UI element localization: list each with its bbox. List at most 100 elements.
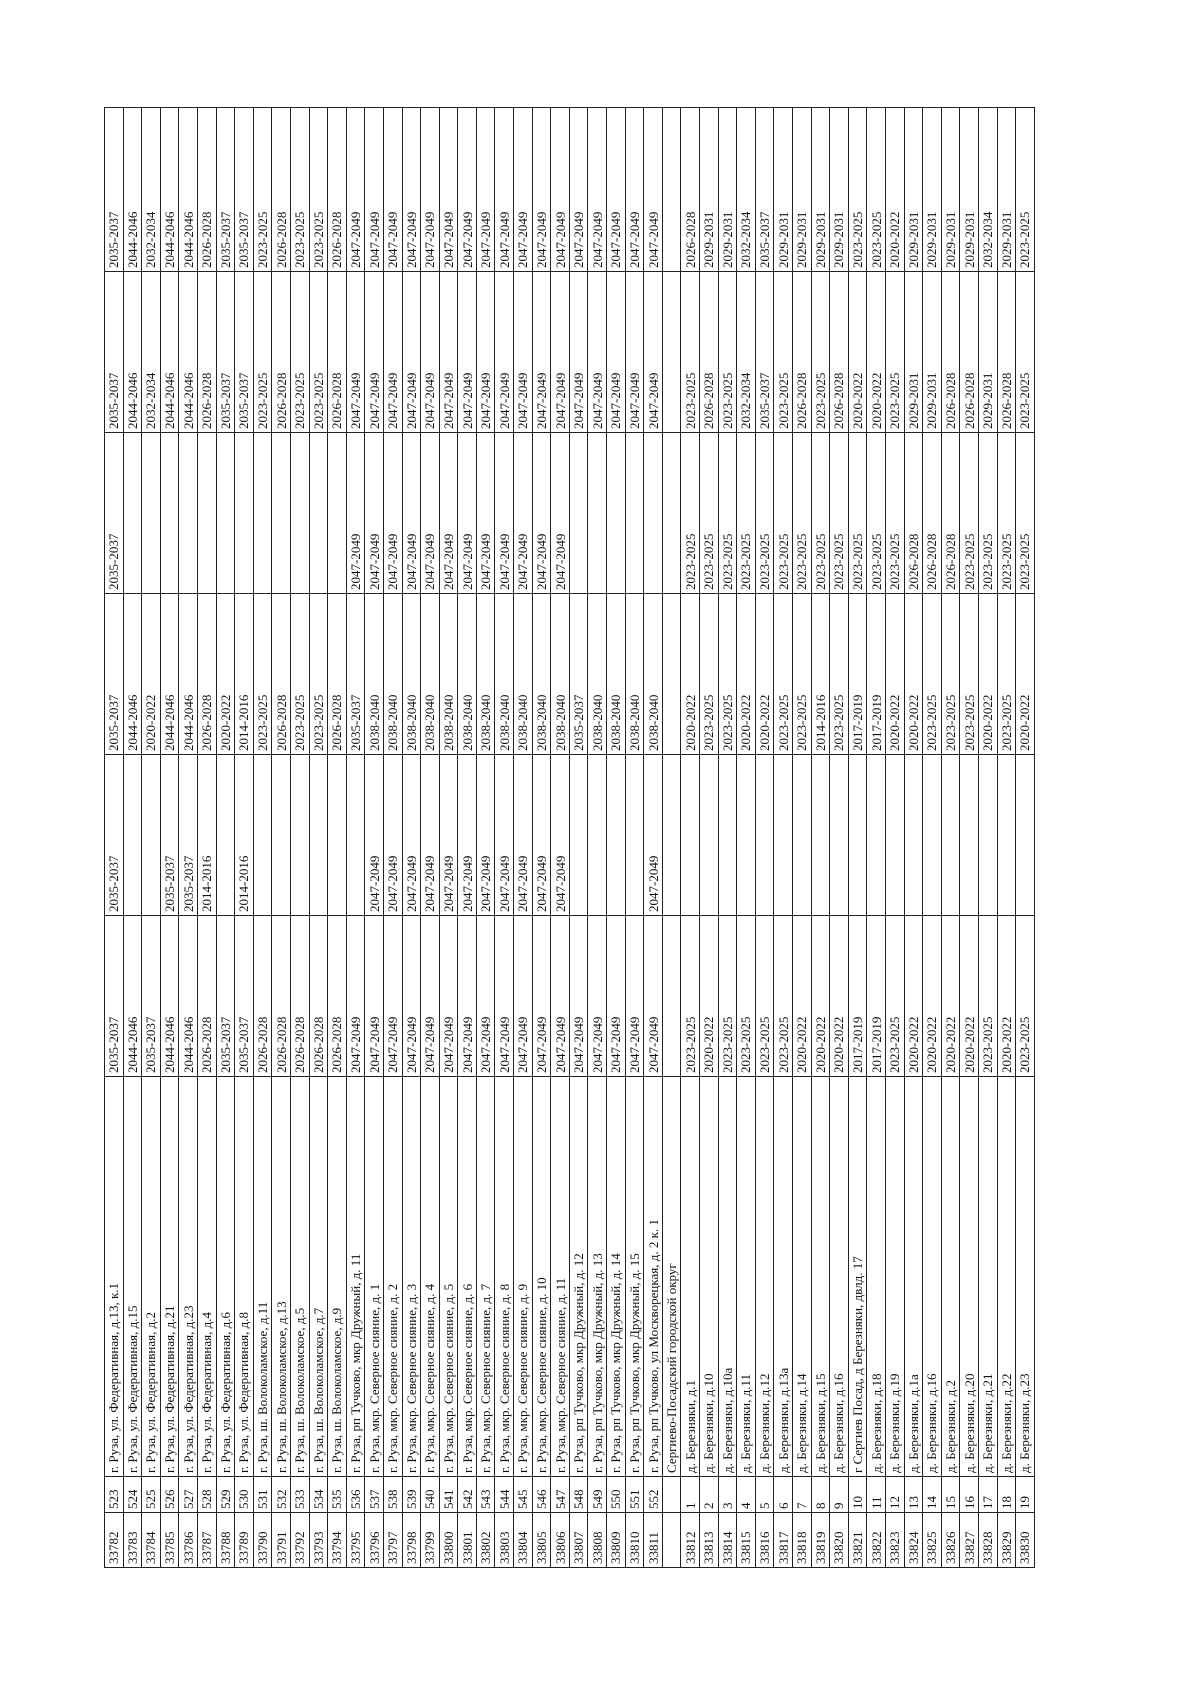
address-cell: д. Березняки, д.14 bbox=[792, 1076, 812, 1477]
period-cell-6: 2047-2049 bbox=[532, 107, 551, 272]
period-cell-2: 2047-2049 bbox=[364, 754, 384, 916]
address-cell: г. Руза, ул. Федеративная, д.13, к.1 bbox=[104, 1076, 124, 1477]
period-cell-5: 2035-2037 bbox=[216, 271, 235, 433]
period-cell-4: 2023-2025 bbox=[680, 432, 700, 594]
period-cell-5: 2026-2028 bbox=[327, 271, 347, 433]
period-cell-3 bbox=[662, 593, 681, 755]
period-cell-6: 2047-2049 bbox=[364, 107, 384, 272]
period-cell-6: 2020-2022 bbox=[885, 107, 905, 272]
period-cell-6: 2029-2031 bbox=[811, 107, 830, 272]
period-cell-6: 2047-2049 bbox=[494, 107, 514, 272]
period-cell-2 bbox=[699, 754, 719, 916]
period-cell-5: 2023-2025 bbox=[309, 271, 328, 433]
period-cell-5: 2047-2049 bbox=[346, 271, 365, 433]
period-cell-4: 2047-2049 bbox=[383, 432, 402, 594]
period-cell-2: 2047-2049 bbox=[439, 754, 458, 916]
period-cell-2: 2047-2049 bbox=[513, 754, 533, 916]
period-cell-2: 2014-2016 bbox=[197, 754, 217, 916]
item-number-cell: 17 bbox=[978, 1476, 997, 1513]
period-cell-6: 2032-2034 bbox=[736, 107, 756, 272]
record-id-cell: 33811 bbox=[643, 1512, 663, 1568]
period-cell-1: 2047-2049 bbox=[532, 915, 551, 1077]
item-number-cell: 523 bbox=[104, 1476, 124, 1513]
item-number-cell: 535 bbox=[327, 1476, 347, 1513]
period-cell-3: 2026-2028 bbox=[197, 593, 217, 755]
period-cell-6: 2035-2037 bbox=[216, 107, 235, 272]
address-cell: д. Березняки, д.23 bbox=[1015, 1076, 1035, 1477]
address-cell: г. Руза, ш. Волоколамское, д.5 bbox=[290, 1076, 310, 1477]
period-cell-6: 2023-2025 bbox=[309, 107, 328, 272]
period-cell-1: 2023-2025 bbox=[1015, 915, 1035, 1077]
period-cell-1: 2047-2049 bbox=[402, 915, 421, 1077]
period-cell-6: 2047-2049 bbox=[346, 107, 365, 272]
address-cell: г Сергиев Посад, д Березняки, двлд. 17 bbox=[848, 1076, 867, 1477]
period-cell-3: 2020-2022 bbox=[1015, 593, 1035, 755]
period-cell-4: 2026-2028 bbox=[941, 432, 960, 594]
period-cell-4 bbox=[271, 432, 291, 594]
item-number-cell: 9 bbox=[829, 1476, 849, 1513]
period-cell-6: 2029-2031 bbox=[718, 107, 737, 272]
period-cell-6: 2047-2049 bbox=[457, 107, 477, 272]
record-id-cell: 33789 bbox=[234, 1512, 254, 1568]
record-id-cell: 33799 bbox=[420, 1512, 440, 1568]
address-cell: г. Руза, мкр. Северное сияние, д. 7 bbox=[476, 1076, 495, 1477]
period-cell-3: 2020-2022 bbox=[885, 593, 905, 755]
period-cell-4: 2023-2025 bbox=[1015, 432, 1035, 594]
address-cell: д. Березняки, д.15 bbox=[811, 1076, 830, 1477]
period-cell-5: 2047-2049 bbox=[439, 271, 458, 433]
address-cell: д. Березняки, д.10а bbox=[718, 1076, 737, 1477]
period-cell-6: 2023-2025 bbox=[866, 107, 886, 272]
period-cell-1: 2047-2049 bbox=[439, 915, 458, 1077]
item-number-cell: 6 bbox=[773, 1476, 793, 1513]
period-cell-1: 2047-2049 bbox=[550, 915, 570, 1077]
period-cell-2 bbox=[346, 754, 365, 916]
item-number-cell: 3 bbox=[718, 1476, 737, 1513]
address-cell: г. Руза, ш. Волоколамское, д.13 bbox=[271, 1076, 291, 1477]
record-id-cell: 33827 bbox=[959, 1512, 979, 1568]
record-id-cell: 33793 bbox=[309, 1512, 328, 1568]
period-cell-4: 2026-2028 bbox=[922, 432, 942, 594]
period-cell-2: 2047-2049 bbox=[457, 754, 477, 916]
item-number-cell: 18 bbox=[997, 1476, 1016, 1513]
period-cell-1: 2020-2022 bbox=[811, 915, 830, 1077]
period-cell-5: 2026-2028 bbox=[197, 271, 217, 433]
item-number-cell: 550 bbox=[606, 1476, 626, 1513]
address-cell: г. Руза, ш. Волоколамское, д.9 bbox=[327, 1076, 347, 1477]
address-cell: Сергиево-Посадский городской округ bbox=[662, 1076, 681, 1477]
period-cell-5: 2026-2028 bbox=[959, 271, 979, 433]
period-cell-4 bbox=[234, 432, 254, 594]
address-cell: г. Руза, ш. Волоколамское, д.7 bbox=[309, 1076, 328, 1477]
period-cell-2 bbox=[1015, 754, 1035, 916]
period-cell-1: 2047-2049 bbox=[513, 915, 533, 1077]
period-cell-2 bbox=[997, 754, 1016, 916]
period-cell-3: 2038-2040 bbox=[383, 593, 402, 755]
period-cell-5: 2047-2049 bbox=[383, 271, 402, 433]
record-id-cell: 33817 bbox=[773, 1512, 793, 1568]
address-cell: д. Березняки, д.16 bbox=[922, 1076, 942, 1477]
period-cell-3: 2017-2019 bbox=[866, 593, 886, 755]
period-cell-6: 2023-2025 bbox=[290, 107, 310, 272]
address-cell: д. Березняки, д.1а bbox=[904, 1076, 923, 1477]
period-cell-5: 2023-2025 bbox=[718, 271, 737, 433]
item-number-cell: 533 bbox=[290, 1476, 310, 1513]
address-cell: д. Березняки, д.12 bbox=[755, 1076, 774, 1477]
address-cell: г. Руза, рп Тучково, мкр Дружный, д. 13 bbox=[587, 1076, 607, 1477]
record-id-cell: 33795 bbox=[346, 1512, 365, 1568]
period-cell-1: 2035-2037 bbox=[234, 915, 254, 1077]
item-number-cell: 549 bbox=[587, 1476, 607, 1513]
address-cell: д. Березняки, д.18 bbox=[866, 1076, 886, 1477]
period-cell-1: 2044-2046 bbox=[178, 915, 198, 1077]
item-number-cell: 526 bbox=[160, 1476, 179, 1513]
